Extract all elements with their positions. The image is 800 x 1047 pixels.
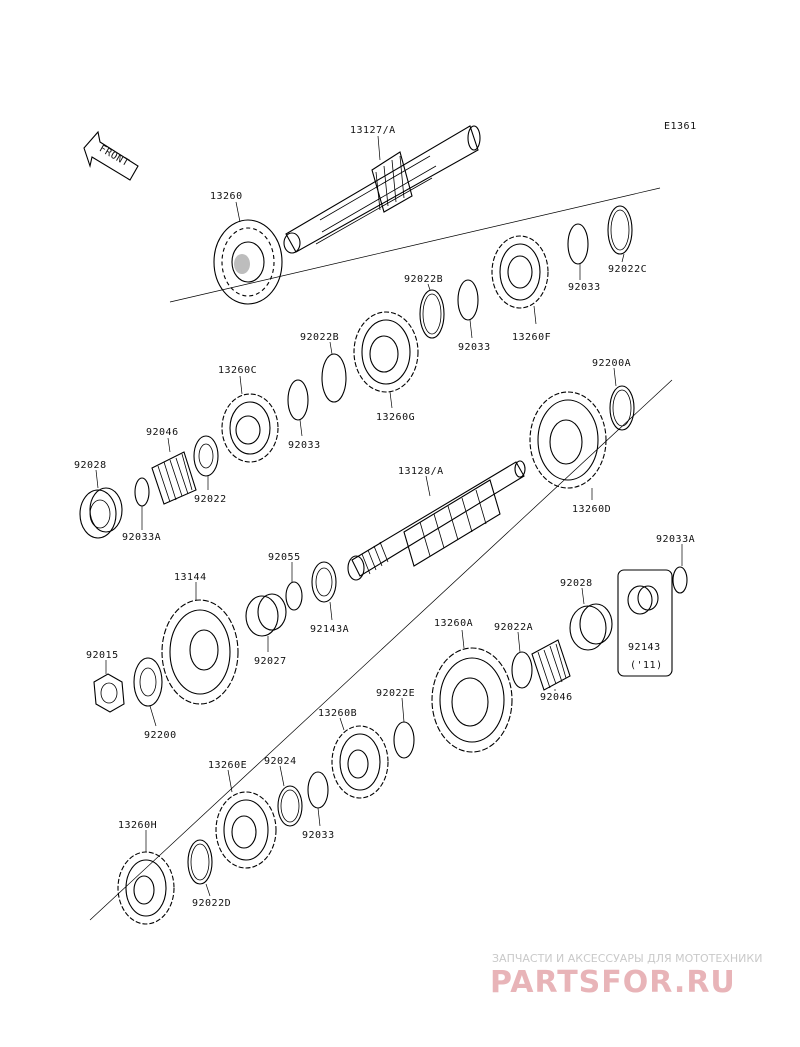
ring-92022b <box>419 289 445 339</box>
label-13260b: 13260B <box>318 708 357 719</box>
diagram-code: E1361 <box>664 121 697 132</box>
label-92028-right: 92028 <box>560 578 593 589</box>
ring-92033-e <box>307 771 329 809</box>
label-13260e: 13260E <box>208 760 247 771</box>
gear-13260e <box>215 791 277 869</box>
label-13260d: 13260D <box>572 504 611 515</box>
label-92143: 92143 <box>628 642 661 653</box>
label-92033-e: 92033 <box>302 830 335 841</box>
ring-92022b-2 <box>321 353 347 403</box>
label-92033-b: 92033 <box>458 342 491 353</box>
axis-line-lower <box>89 379 673 921</box>
gear-13260h <box>117 851 175 925</box>
label-92055: 92055 <box>268 552 301 563</box>
watermark: ЗАПЧАСТИ И АКСЕССУАРЫ ДЛЯ МОТОТЕХНИКИ PA… <box>490 952 762 1000</box>
ring-92033-top <box>567 223 589 265</box>
leader-lines <box>95 135 683 897</box>
ring-92022c <box>607 205 633 255</box>
label-92046: 92046 <box>146 427 179 438</box>
ring-92033-b <box>457 279 479 321</box>
needle-bearing-92046-right <box>531 639 571 691</box>
label-92028: 92028 <box>74 460 107 471</box>
gear-13260g <box>353 311 419 393</box>
ring-92200a <box>609 385 635 431</box>
label-92200: 92200 <box>144 730 177 741</box>
label-92033a-right: 92033A <box>656 534 695 545</box>
label-92033a: 92033A <box>122 532 161 543</box>
label-92022d: 92022D <box>192 898 231 909</box>
axis-line-upper <box>169 187 661 303</box>
label-92027: 92027 <box>254 656 287 667</box>
oring-92055 <box>285 581 303 611</box>
gear-13260f <box>491 235 549 309</box>
label-13260f: 13260F <box>512 332 551 343</box>
label-92033-c: 92033 <box>288 440 321 451</box>
clip-92033a-right <box>672 566 688 594</box>
front-arrow-icon: FRONT <box>83 130 139 181</box>
gear-13260b <box>331 725 389 799</box>
gear-13260a <box>431 647 513 753</box>
label-92024: 92024 <box>264 756 297 767</box>
label-13144: 13144 <box>174 572 207 583</box>
label-92022a: 92022A <box>494 622 533 633</box>
optional-part-box <box>617 569 673 677</box>
washer-92200 <box>133 657 163 707</box>
ring-92022a <box>511 651 533 689</box>
clip-92033a <box>134 477 150 507</box>
label-92200a: 92200A <box>592 358 631 369</box>
label-92022b-2: 92022B <box>300 332 339 343</box>
gear-13260 <box>213 219 283 305</box>
watermark-tagline: ЗАПЧАСТИ И АКСЕССУАРЫ ДЛЯ МОТОТЕХНИКИ <box>492 952 762 965</box>
ring-92022d <box>187 839 213 885</box>
ring-92033-c <box>287 379 309 421</box>
ring-92022e <box>393 721 415 759</box>
washer-92022 <box>193 435 219 477</box>
label-13260c: 13260C <box>218 365 257 376</box>
ring-92024 <box>277 785 303 827</box>
gear-13260c <box>221 393 279 463</box>
label-92015: 92015 <box>86 650 119 661</box>
bearing-92028-right <box>569 603 613 651</box>
label-92022: 92022 <box>194 494 227 505</box>
needle-bearing-92046 <box>151 451 197 505</box>
label-92022c: 92022C <box>608 264 647 275</box>
label-92143a: 92143A <box>310 624 349 635</box>
label-13260: 13260 <box>210 191 243 202</box>
watermark-brand: PARTSFOR.RU <box>490 965 736 1000</box>
label-92022b: 92022B <box>404 274 443 285</box>
sprocket-13144 <box>161 599 239 705</box>
label-92143-note: ('11) <box>630 660 663 671</box>
label-92033-top: 92033 <box>568 282 601 293</box>
nut-92015 <box>93 673 125 713</box>
front-label: FRONT <box>97 143 131 169</box>
collar-92143 <box>627 585 659 615</box>
label-92046-right: 92046 <box>540 692 573 703</box>
label-13128: 13128/A <box>398 466 444 477</box>
shaft-13128 <box>347 460 526 581</box>
collar-92143a <box>311 561 337 603</box>
label-13260a: 13260A <box>434 618 473 629</box>
label-92022e: 92022E <box>376 688 415 699</box>
shaft-13127 <box>283 125 481 254</box>
label-13260g: 13260G <box>376 412 415 423</box>
label-13260h: 13260H <box>118 820 157 831</box>
spacer-92027 <box>245 593 287 637</box>
label-13127: 13127/A <box>350 125 396 136</box>
bearing-92028 <box>79 487 123 539</box>
gear-13260d <box>529 391 607 489</box>
